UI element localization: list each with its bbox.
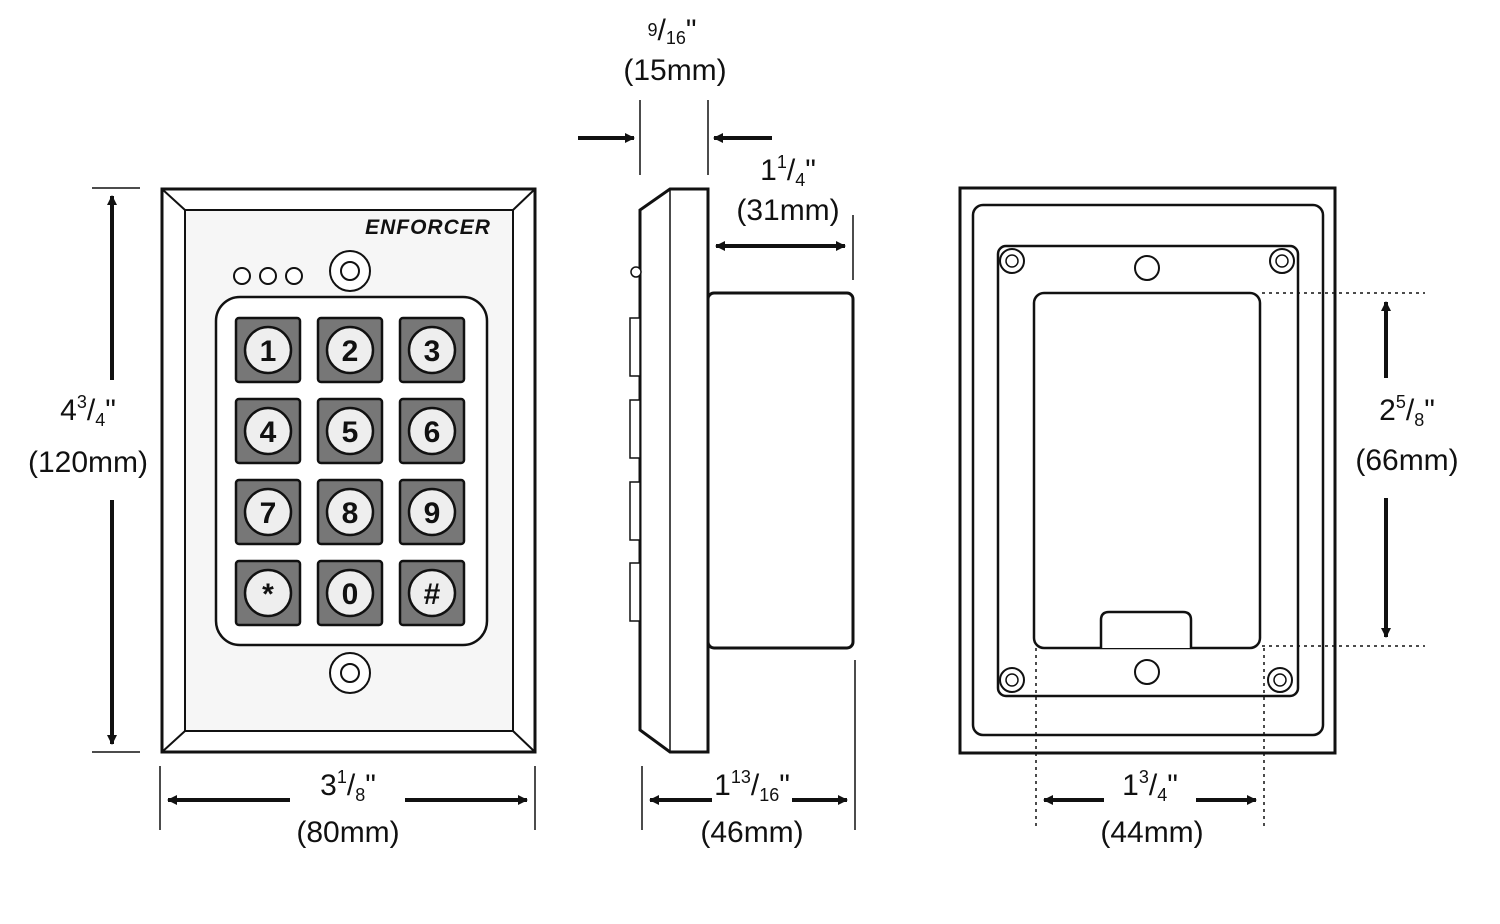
keypad-key-label: *: [262, 578, 274, 611]
keypad-key: 1: [234, 316, 302, 384]
screw-top-icon: [329, 250, 371, 292]
keypad-key-label: 5: [342, 416, 359, 449]
keypad-key: 9: [398, 478, 466, 546]
keypad-key-label: 0: [342, 578, 359, 611]
bevel-tr: [512, 188, 536, 211]
back-width-dimension: 13/4" (44mm): [1035, 648, 1265, 849]
side-plate: [638, 187, 710, 754]
side-plate-depth-fraction: 9/16": [647, 14, 696, 48]
mount-hole-icon: [999, 248, 1025, 274]
side-plate-depth-mm: (15mm): [623, 54, 726, 87]
keypad-key: 3: [398, 316, 466, 384]
led-indicator: [259, 267, 277, 285]
front-height-mm: (120mm): [28, 446, 148, 479]
keypad-key: 6: [398, 397, 466, 465]
keypad-key-label: 1: [260, 335, 277, 368]
keypad-key: 8: [316, 478, 384, 546]
front-height-fraction: 43/4": [60, 392, 116, 430]
keypad-key-label: 8: [342, 497, 359, 530]
keypad-key: 4: [234, 397, 302, 465]
side-total-depth-dimension: 113/16" (46mm): [641, 660, 856, 849]
back-height-dimension: 25/8" (66mm): [1262, 292, 1459, 647]
front-width-fraction: 31/8": [320, 767, 376, 805]
screw-bottom-icon: [329, 652, 371, 694]
back-width-fraction: 13/4": [1122, 767, 1178, 805]
front-width-mm: (80mm): [296, 816, 399, 849]
front-width-dimension: 31/8" (80mm): [159, 766, 536, 849]
keypad-key: #: [398, 559, 466, 627]
back-view: [958, 186, 1337, 755]
side-plate-depth-dimension: 9/16" (15mm): [578, 14, 772, 175]
keypad-key-label: 7: [260, 497, 277, 530]
bevel-br: [512, 730, 536, 753]
side-led-bump: [630, 266, 642, 278]
side-total-depth-mm: (46mm): [700, 816, 803, 849]
side-view: [629, 187, 855, 754]
side-total-depth-fraction: 113/16": [714, 767, 790, 805]
side-box-depth-dimension: 11/4" (31mm): [715, 152, 854, 280]
mount-hole-icon: [1267, 667, 1293, 693]
keypad-key-label: 3: [424, 335, 441, 368]
side-key-profile: [629, 399, 641, 459]
brand-logo: ENFORCER: [365, 216, 491, 239]
keypad-key-label: #: [424, 578, 441, 611]
side-box-depth-fraction: 11/4": [760, 152, 816, 190]
back-height-fraction: 25/8": [1379, 392, 1435, 430]
keypad-key-label: 4: [260, 416, 277, 449]
keypad-key: 0: [316, 559, 384, 627]
keypad-panel: [214, 295, 489, 647]
back-cable-tab: [1099, 610, 1193, 648]
front-view: ENFORCER 1 2 3 4 5 6 7 8 9 * 0 #: [160, 187, 537, 754]
keypad-key: *: [234, 559, 302, 627]
keypad-key-label: 6: [424, 416, 441, 449]
bevel-tl: [161, 188, 186, 211]
back-box-opening: [1032, 291, 1262, 650]
side-back-box: [706, 291, 855, 650]
back-width-mm: (44mm): [1100, 816, 1203, 849]
side-key-profile: [629, 562, 641, 622]
led-indicator: [233, 267, 251, 285]
side-key-profile: [629, 317, 641, 377]
keypad-key: 7: [234, 478, 302, 546]
keypad-key-label: 2: [342, 335, 359, 368]
mount-hole-icon: [999, 667, 1025, 693]
side-key-profile: [629, 481, 641, 541]
led-indicator: [285, 267, 303, 285]
side-box-depth-mm: (31mm): [736, 194, 839, 227]
screw-hole-icon: [1134, 659, 1160, 685]
mount-hole-icon: [1269, 248, 1295, 274]
keypad-key: 5: [316, 397, 384, 465]
front-height-dimension: 43/4" (120mm): [28, 187, 148, 753]
screw-hole-icon: [1134, 255, 1160, 281]
bevel-bl: [161, 730, 186, 753]
keypad-grid: 1 2 3 4 5 6 7 8 9 * 0 #: [234, 316, 466, 627]
keypad-key: 2: [316, 316, 384, 384]
back-height-mm: (66mm): [1355, 444, 1458, 477]
keypad-key-label: 9: [424, 497, 441, 530]
